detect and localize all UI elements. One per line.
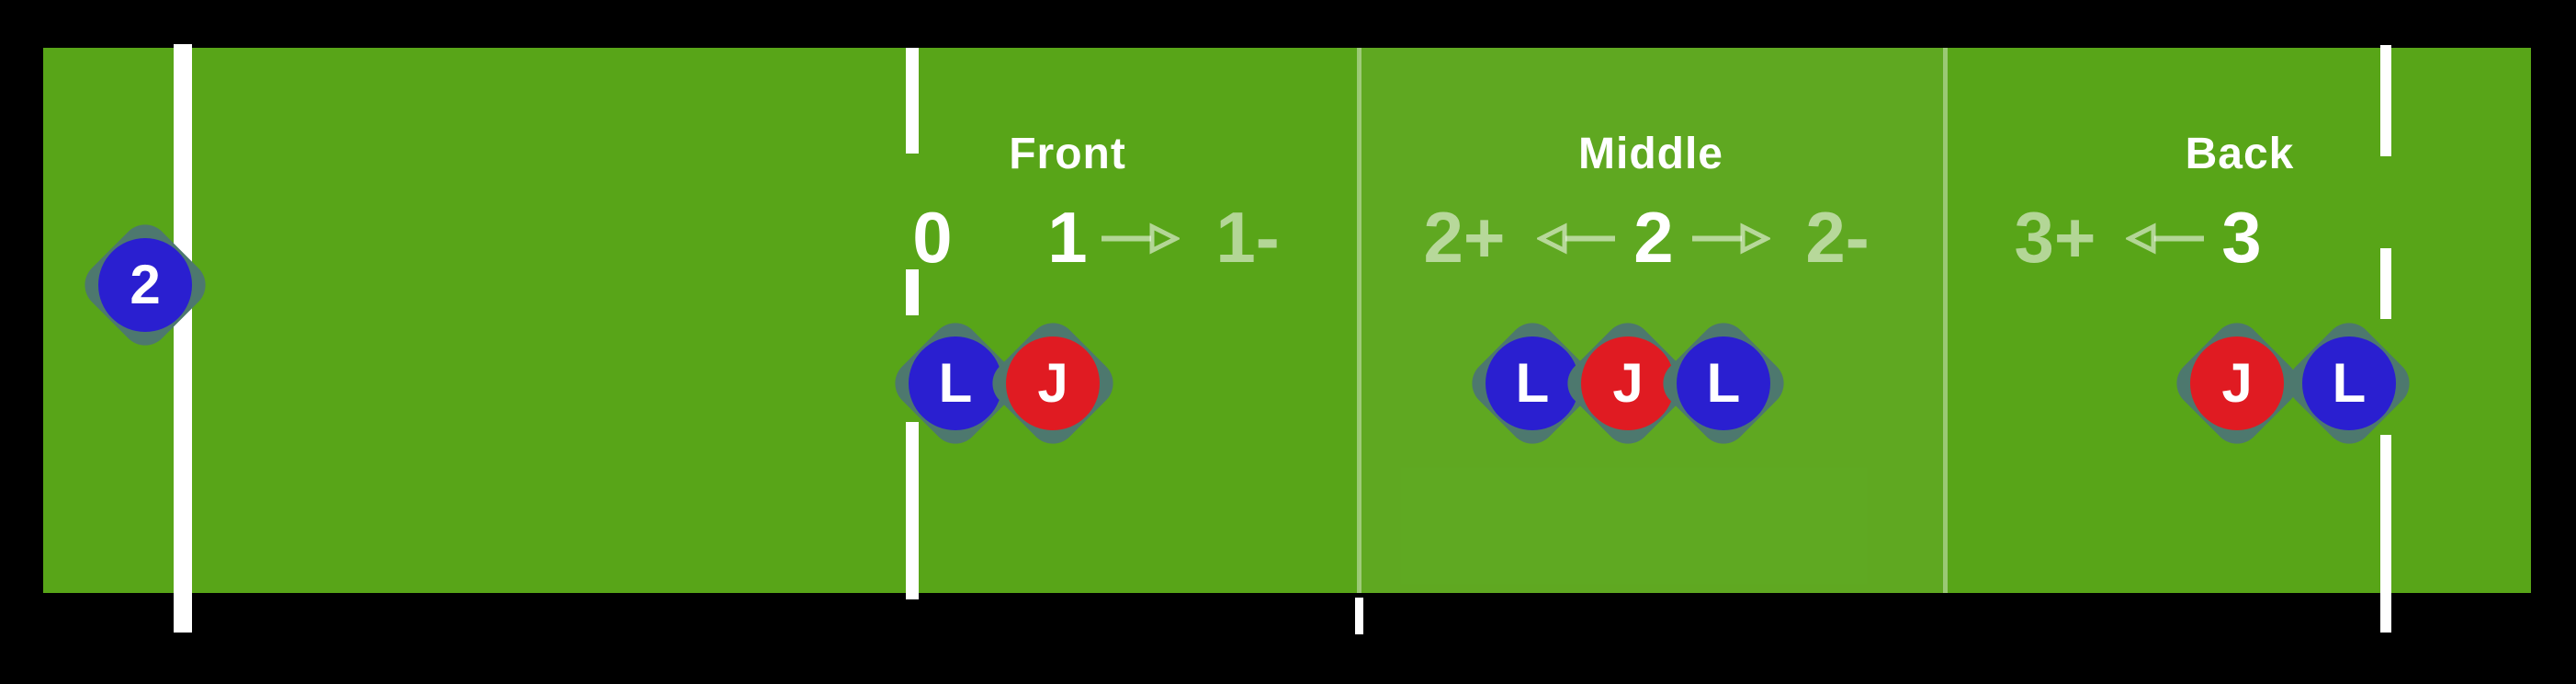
zone-title-back: Back — [2185, 130, 2295, 178]
token-circle: L — [1677, 336, 1770, 430]
middle-back-boundary — [1943, 48, 1948, 593]
token-label: J — [2221, 352, 2253, 414]
position-marker-2[interactable]: 2 — [1633, 197, 1674, 278]
zone-title-front: Front — [1009, 130, 1126, 178]
token-circle: J — [2190, 336, 2284, 430]
position-marker-1-[interactable]: 1- — [1215, 197, 1280, 278]
token-circle: L — [909, 336, 1002, 430]
position-marker-2-[interactable]: 2- — [1805, 197, 1870, 278]
front-middle-boundary-tick — [1355, 598, 1363, 634]
token-circle: 2 — [98, 238, 192, 332]
token-label: 2 — [130, 254, 161, 315]
token-label: J — [1612, 352, 1644, 414]
position-marker-3+[interactable]: 3+ — [2014, 197, 2096, 278]
arrow-left-icon — [2124, 222, 2207, 259]
zone-title-middle: Middle — [1578, 130, 1723, 178]
front-dashed-line-seg-1 — [906, 48, 919, 154]
arrow-left-icon — [1535, 222, 1618, 259]
position-marker-3[interactable]: 3 — [2221, 197, 2262, 278]
token-label: L — [1515, 352, 1550, 414]
token-label: L — [2332, 352, 2367, 414]
position-marker-1[interactable]: 1 — [1047, 197, 1088, 278]
field — [43, 48, 2531, 593]
front-dashed-line-seg-3 — [906, 422, 919, 599]
front-middle-boundary — [1357, 48, 1361, 593]
token-circle: J — [1006, 336, 1100, 430]
token-circle: L — [2302, 336, 2396, 430]
token-label: J — [1037, 352, 1068, 414]
arrow-right-icon — [1099, 222, 1181, 259]
right-dashed-line-seg-2 — [2380, 248, 2391, 319]
right-dashed-line-seg-1 — [2380, 45, 2391, 156]
token-label: L — [938, 352, 973, 414]
token-circle: J — [1581, 336, 1675, 430]
position-marker-0[interactable]: 0 — [912, 197, 953, 278]
arrow-right-icon — [1689, 222, 1772, 259]
right-dashed-line-seg-3 — [2380, 435, 2391, 633]
token-label: L — [1706, 352, 1741, 414]
front-dashed-line-seg-2 — [906, 269, 919, 315]
token-circle: L — [1486, 336, 1579, 430]
left-goal-line — [174, 44, 192, 633]
position-marker-2+[interactable]: 2+ — [1423, 197, 1506, 278]
